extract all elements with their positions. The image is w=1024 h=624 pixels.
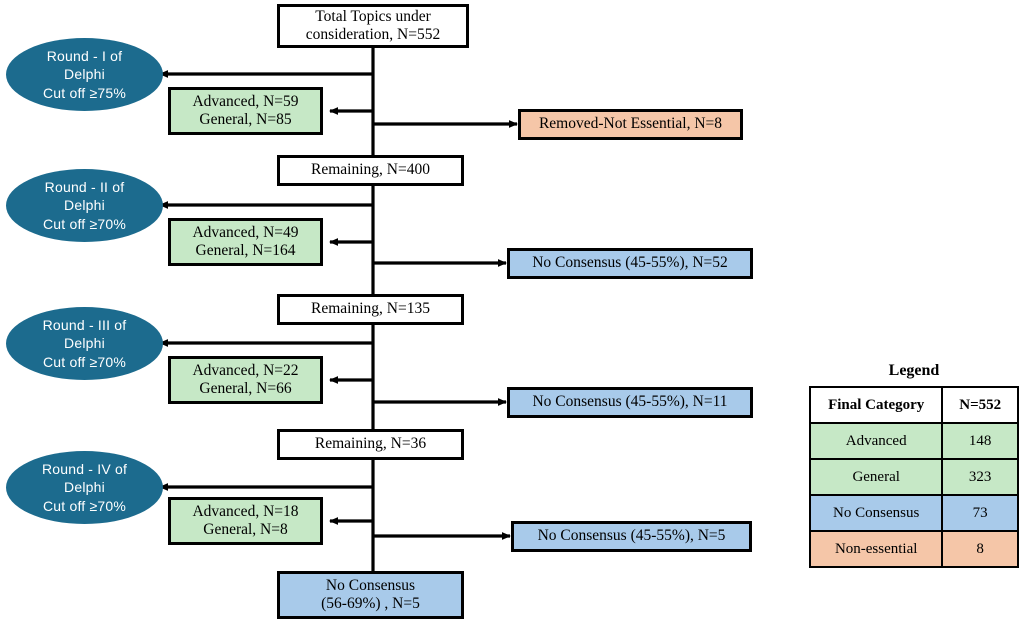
round-4-ellipse-line3: Cut off ≥70% <box>43 497 126 514</box>
legend-cell-count-no-consensus: 73 <box>941 494 1019 532</box>
legend-cell-category-general: General <box>808 458 944 496</box>
round-1-excluded-box: Removed-Not Essential, N=8 <box>518 109 743 140</box>
round-1-result-line2: General, N=85 <box>199 111 292 128</box>
round-1-ellipse-line1: Round - I of <box>46 48 123 65</box>
legend-row-no-consensus: No Consensus 73 <box>808 494 1019 532</box>
remaining-135-label: Remaining, N=135 <box>311 300 430 318</box>
remaining-box-135: Remaining, N=135 <box>277 294 464 325</box>
round-4-ellipse-line1: Round - IV of <box>41 461 128 478</box>
remaining-36-label: Remaining, N=36 <box>314 435 427 453</box>
round-4-result-box: Advanced, N=18 General, N=8 <box>168 497 323 545</box>
legend-title: Legend <box>888 362 940 379</box>
round-2-result-line1: Advanced, N=49 <box>192 223 299 241</box>
legend-cell-count-non-essential: 8 <box>941 530 1019 568</box>
legend-row-general: General 323 <box>808 458 1019 496</box>
round-2-excluded-label: No Consensus (45-55%), N=52 <box>532 254 728 272</box>
round-4-result-line1: Advanced, N=18 <box>192 502 299 520</box>
final-box-line2: (56-69%) , N=5 <box>321 595 420 612</box>
legend-cell-category-advanced: Advanced <box>808 422 944 460</box>
round-3-result-box: Advanced, N=22 General, N=66 <box>168 356 323 404</box>
round-3-excluded-label: No Consensus (45-55%), N=11 <box>532 393 728 411</box>
top-box-line1: Total Topics under <box>315 7 431 25</box>
legend-row-advanced: Advanced 148 <box>808 422 1019 460</box>
legend-cell-category-non-essential: Non-essential <box>808 530 944 568</box>
legend-row-non-essential: Non-essential 8 <box>808 530 1019 568</box>
remaining-box-400: Remaining, N=400 <box>277 155 464 186</box>
legend-table: Final Category N=552 Advanced 148 Genera… <box>808 386 1019 568</box>
top-box-line2: consideration, N=552 <box>305 26 441 43</box>
round-1-ellipse-line3: Cut off ≥75% <box>43 84 126 101</box>
round-3-result-line1: Advanced, N=22 <box>192 361 299 379</box>
final-no-consensus-box: No Consensus (56-69%) , N=5 <box>277 571 464 619</box>
legend-header-category: Final Category <box>808 386 944 424</box>
round-3-excluded-box: No Consensus (45-55%), N=11 <box>507 387 753 418</box>
legend-cell-count-advanced: 148 <box>941 422 1019 460</box>
round-3-ellipse-line1: Round - III of <box>42 317 127 334</box>
top-box-total-topics: Total Topics under consideration, N=552 <box>277 4 469 48</box>
round-3-ellipse-line3: Cut off ≥70% <box>43 353 126 370</box>
round-2-ellipse: Round - II of Delphi Cut off ≥70% <box>6 169 163 242</box>
round-4-ellipse-line2: Delphi <box>64 479 105 496</box>
round-3-result-line2: General, N=66 <box>199 380 292 397</box>
round-4-result-line2: General, N=8 <box>203 521 288 538</box>
round-2-excluded-box: No Consensus (45-55%), N=52 <box>507 248 753 279</box>
legend-header-row: Final Category N=552 <box>808 386 1019 424</box>
round-2-ellipse-line3: Cut off ≥70% <box>43 215 126 232</box>
legend: Legend Final Category N=552 Advanced 148… <box>808 362 1019 568</box>
remaining-400-label: Remaining, N=400 <box>311 161 430 179</box>
round-3-ellipse: Round - III of Delphi Cut off ≥70% <box>6 307 163 380</box>
round-2-ellipse-line1: Round - II of <box>44 179 125 196</box>
final-box-line1: No Consensus <box>325 576 416 594</box>
round-1-ellipse: Round - I of Delphi Cut off ≥75% <box>6 38 163 111</box>
round-4-excluded-box: No Consensus (45-55%), N=5 <box>511 521 752 552</box>
round-1-ellipse-line2: Delphi <box>64 66 105 83</box>
round-3-ellipse-line2: Delphi <box>64 335 105 352</box>
round-1-excluded-label: Removed-Not Essential, N=8 <box>538 115 723 133</box>
round-2-ellipse-line2: Delphi <box>64 197 105 214</box>
remaining-box-36: Remaining, N=36 <box>277 429 464 460</box>
round-2-result-line2: General, N=164 <box>195 242 296 259</box>
round-2-result-box: Advanced, N=49 General, N=164 <box>168 218 323 266</box>
legend-cell-category-no-consensus: No Consensus <box>808 494 944 532</box>
round-4-excluded-label: No Consensus (45-55%), N=5 <box>537 527 726 545</box>
legend-header-count: N=552 <box>941 386 1019 424</box>
round-1-result-box: Advanced, N=59 General, N=85 <box>168 87 323 135</box>
round-1-result-line1: Advanced, N=59 <box>192 92 299 110</box>
round-4-ellipse: Round - IV of Delphi Cut off ≥70% <box>6 451 163 524</box>
legend-cell-count-general: 323 <box>941 458 1019 496</box>
